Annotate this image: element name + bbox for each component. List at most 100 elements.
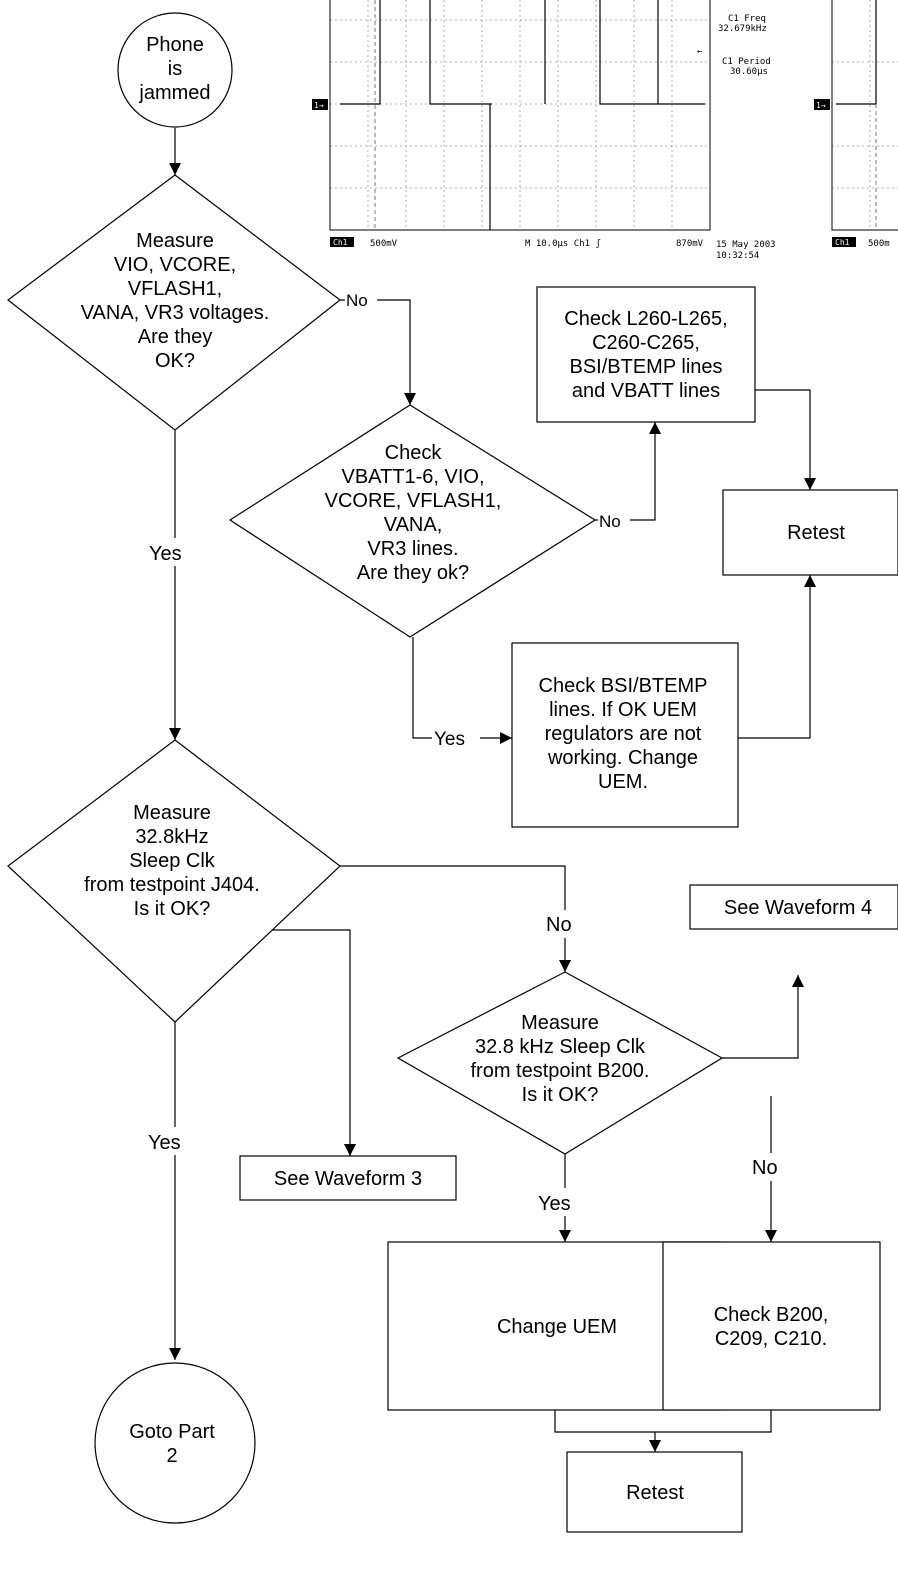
channel-badge-label: Ch1 — [333, 238, 348, 247]
node-text-line: VANA, VR3 voltages. — [81, 302, 270, 324]
node-text-line: See Waveform 4 — [724, 897, 872, 919]
node-text-line: and VBATT lines — [572, 380, 720, 402]
j404-no-label: No — [546, 914, 572, 936]
node-text-line: C260-C265, — [592, 332, 700, 354]
measure-arrow-icon: ← — [697, 47, 703, 57]
freq-value: 32.679kHz — [718, 24, 767, 34]
node-text-line: VR3 lines. — [367, 538, 458, 560]
j404-yes-label: Yes — [148, 1132, 181, 1154]
channel-marker-right — [814, 99, 830, 110]
scope-grid — [330, 0, 710, 230]
node-text-line: Measure — [521, 1012, 599, 1034]
node-text-line: Change UEM — [497, 1316, 617, 1338]
node-text-line: from testpoint J404. — [84, 874, 260, 896]
node-text-line: regulators are not — [545, 723, 702, 745]
node-text-line: Check BSI/BTEMP — [539, 675, 708, 697]
oscilloscope-screenshot-left: 1→ ← C1 Freq 32.679kHz C1 Period 30.60µs… — [312, 0, 776, 261]
voltages-no-label: No — [346, 291, 368, 310]
voltages-yes-label: Yes — [149, 543, 182, 565]
node-text-line: Sleep Clk — [129, 850, 216, 872]
node-text-line: Check B200, — [714, 1304, 829, 1326]
node-text-line: See Waveform 3 — [274, 1168, 422, 1190]
capture-date: 15 May 2003 — [716, 240, 776, 250]
lines-yes-label: Yes — [434, 729, 465, 750]
node-text-line: VBATT1-6, VIO, — [342, 466, 485, 488]
node-text-line: 2 — [166, 1445, 177, 1467]
channel-badge-right-label: Ch1 — [835, 238, 850, 247]
node-text-line: working. Change — [547, 747, 698, 769]
box-check-b200: Check B200,C209, C210. — [662, 1241, 881, 1411]
svg-text:Retest: Retest — [787, 522, 845, 544]
svg-text:Retest: Retest — [626, 1482, 684, 1504]
svg-text:Change UEM: Change UEM — [497, 1316, 617, 1338]
node-text-line: Check — [385, 442, 443, 464]
node-text-line: BSI/BTEMP lines — [569, 356, 722, 378]
node-text-line: C209, C210. — [715, 1328, 827, 1350]
scope-frame — [329, 0, 711, 231]
trigger-level: 870mV — [676, 239, 704, 249]
node-text-line: VFLASH1, — [128, 278, 222, 300]
channel-marker — [312, 99, 328, 110]
node-text-line: 32.8kHz — [135, 826, 208, 848]
node-text-line: Retest — [626, 1482, 684, 1504]
svg-text:Check B200,C209, C210.: Check B200,C209, C210. — [714, 1304, 829, 1350]
period-label: C1 Period — [722, 57, 771, 67]
b200-yes-label: Yes — [538, 1193, 571, 1215]
node-text-line: Measure — [133, 802, 211, 824]
oscilloscope-screenshot-right: 1→ Ch1 500m — [814, 0, 898, 249]
svg-text:See Waveform 3: See Waveform 3 — [274, 1168, 422, 1190]
channel-badge — [330, 237, 354, 247]
node-text-line: jammed — [138, 82, 210, 104]
node-text-line: Goto Part — [129, 1421, 215, 1443]
box-see-waveform-3: See Waveform 3 — [239, 1155, 457, 1201]
node-text-line: Are they — [138, 326, 212, 348]
edge-labels: No Yes No Yes No Yes No Yes — [146, 288, 794, 1216]
node-text-line: Retest — [787, 522, 845, 544]
period-value: 30.60µs — [730, 67, 768, 77]
lines-no-label: No — [599, 512, 621, 531]
node-text-line: OK? — [155, 350, 195, 372]
volts-per-div: 500mV — [370, 239, 398, 249]
node-text-line: 32.8 kHz Sleep Clk — [475, 1036, 646, 1058]
node-text-line: UEM. — [598, 771, 648, 793]
capture-time: 10:32:54 — [716, 251, 759, 261]
node-text-line: from testpoint B200. — [471, 1060, 650, 1082]
node-text-line: VCORE, VFLASH1, — [325, 490, 502, 512]
timebase: M 10.0µs Ch1 ʃ — [525, 239, 601, 249]
node-text-line: VIO, VCORE, — [114, 254, 236, 276]
node-text-line: Phone — [146, 34, 204, 56]
node-text-line: lines. If OK UEM — [549, 699, 697, 721]
node-text-line: VANA, — [384, 514, 443, 536]
node-text-line: is — [168, 58, 182, 80]
scope-frame-right — [831, 0, 898, 231]
node-text-line: Measure — [136, 230, 214, 252]
node-text-line: Is it OK? — [134, 898, 211, 920]
b200-no-label: No — [752, 1157, 778, 1179]
box-see-waveform-4: See Waveform 4 — [689, 884, 898, 930]
channel-marker-right-label: 1→ — [816, 101, 826, 110]
scope-trace — [340, 0, 705, 230]
node-text-line: Check L260-L265, — [564, 308, 727, 330]
box-check-l260-c260: Check L260-L265,C260-C265,BSI/BTEMP line… — [536, 286, 756, 423]
volts-per-div-right: 500m — [868, 239, 890, 249]
node-text-line: Are they ok? — [357, 562, 469, 584]
box-retest-top: Retest — [722, 489, 898, 576]
channel-badge-right — [832, 237, 856, 247]
svg-text:See Waveform 4: See Waveform 4 — [724, 897, 872, 919]
svg-text:Check L260-L265,C260-C265,BSI/: Check L260-L265,C260-C265,BSI/BTEMP line… — [564, 308, 727, 402]
